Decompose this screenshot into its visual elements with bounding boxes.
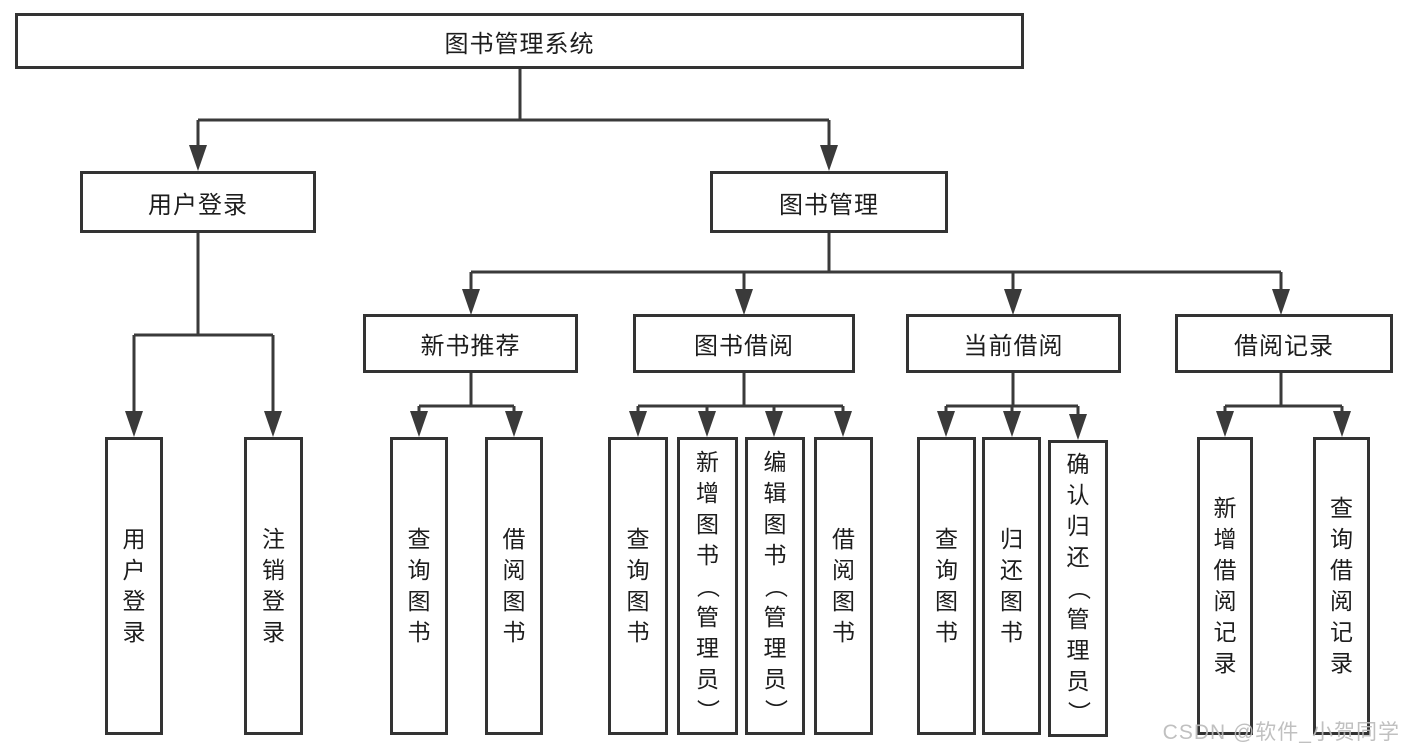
arrowhead-icon xyxy=(698,411,716,437)
node-label: 图书管理系统 xyxy=(444,30,595,58)
leaf-current-query-books: 查询图书 xyxy=(917,437,976,735)
arrowhead-icon xyxy=(264,411,282,437)
node-user-login: 用户登录 xyxy=(80,171,316,233)
node-label: 当前借阅 xyxy=(963,333,1064,360)
node-label: 借阅图书 xyxy=(832,526,855,645)
node-label: 归还图书 xyxy=(1000,526,1023,645)
leaf-borrow-query-books: 查询图书 xyxy=(608,437,668,735)
arrowhead-icon xyxy=(1333,411,1351,437)
node-label: 图书借阅 xyxy=(694,333,794,360)
node-label: 借阅记录 xyxy=(1234,333,1334,360)
node-label: 注销登录 xyxy=(262,526,285,645)
node-label: 查询图书 xyxy=(626,526,650,645)
node-new-book-recommend: 新书推荐 xyxy=(363,314,578,373)
node-label: 用户登录 xyxy=(148,191,248,219)
node-label: 查询借阅记录 xyxy=(1330,495,1353,676)
leaf-return-books: 归还图书 xyxy=(982,437,1041,735)
node-label: 新增图书（管理员） xyxy=(695,448,721,722)
node-label: 图书管理 xyxy=(779,191,879,219)
connector-path xyxy=(132,69,1344,418)
arrowhead-icon xyxy=(834,411,852,437)
node-borrow-record: 借阅记录 xyxy=(1175,314,1393,373)
leaf-logout-login: 注销登录 xyxy=(244,437,303,735)
arrowhead-icon xyxy=(505,411,523,437)
node-label: 借阅图书 xyxy=(502,526,526,645)
watermark: CSDN @软件_小贺同学 xyxy=(1162,721,1400,744)
leaf-add-books-admin: 新增图书（管理员） xyxy=(677,437,738,735)
arrowhead-icon xyxy=(1216,411,1234,437)
node-current-borrow: 当前借阅 xyxy=(906,314,1121,373)
arrowhead-icon xyxy=(1004,289,1022,315)
node-library-management-system: 图书管理系统 xyxy=(15,13,1024,69)
leaf-add-borrow-record: 新增借阅记录 xyxy=(1197,437,1253,735)
arrowhead-icon xyxy=(1272,289,1290,315)
node-label: 编辑图书（管理员） xyxy=(762,448,789,722)
arrowhead-icon xyxy=(189,145,207,171)
node-label: 新增借阅记录 xyxy=(1213,495,1237,676)
arrowhead-icon xyxy=(1069,414,1087,440)
arrowhead-icon xyxy=(462,289,480,315)
leaf-query-borrow-record: 查询借阅记录 xyxy=(1313,437,1370,735)
arrowhead-icon xyxy=(765,411,783,437)
leaf-recommend-borrow-books: 借阅图书 xyxy=(485,437,543,735)
node-book-borrow: 图书借阅 xyxy=(633,314,855,373)
leaf-edit-books-admin: 编辑图书（管理员） xyxy=(745,437,805,735)
node-book-management: 图书管理 xyxy=(710,171,948,233)
arrowhead-icon xyxy=(125,411,143,437)
leaf-user-login: 用户登录 xyxy=(105,437,163,735)
leaf-confirm-return-admin: 确认归还（管理员） xyxy=(1048,440,1108,737)
node-label: 用户登录 xyxy=(122,526,146,645)
node-label: 查询图书 xyxy=(407,526,431,645)
leaf-borrow-borrow-books: 借阅图书 xyxy=(814,437,873,735)
node-label: 新书推荐 xyxy=(420,333,521,360)
node-label: 确认归还（管理员） xyxy=(1065,451,1092,725)
node-label: 查询图书 xyxy=(935,526,958,645)
arrowhead-icon xyxy=(937,411,955,437)
leaf-recommend-query-books: 查询图书 xyxy=(390,437,448,735)
arrowhead-icon xyxy=(629,411,647,437)
arrowhead-icon xyxy=(1003,411,1021,437)
arrowhead-icon xyxy=(410,411,428,437)
arrowhead-icon xyxy=(820,145,838,171)
arrowhead-icon xyxy=(735,289,753,315)
